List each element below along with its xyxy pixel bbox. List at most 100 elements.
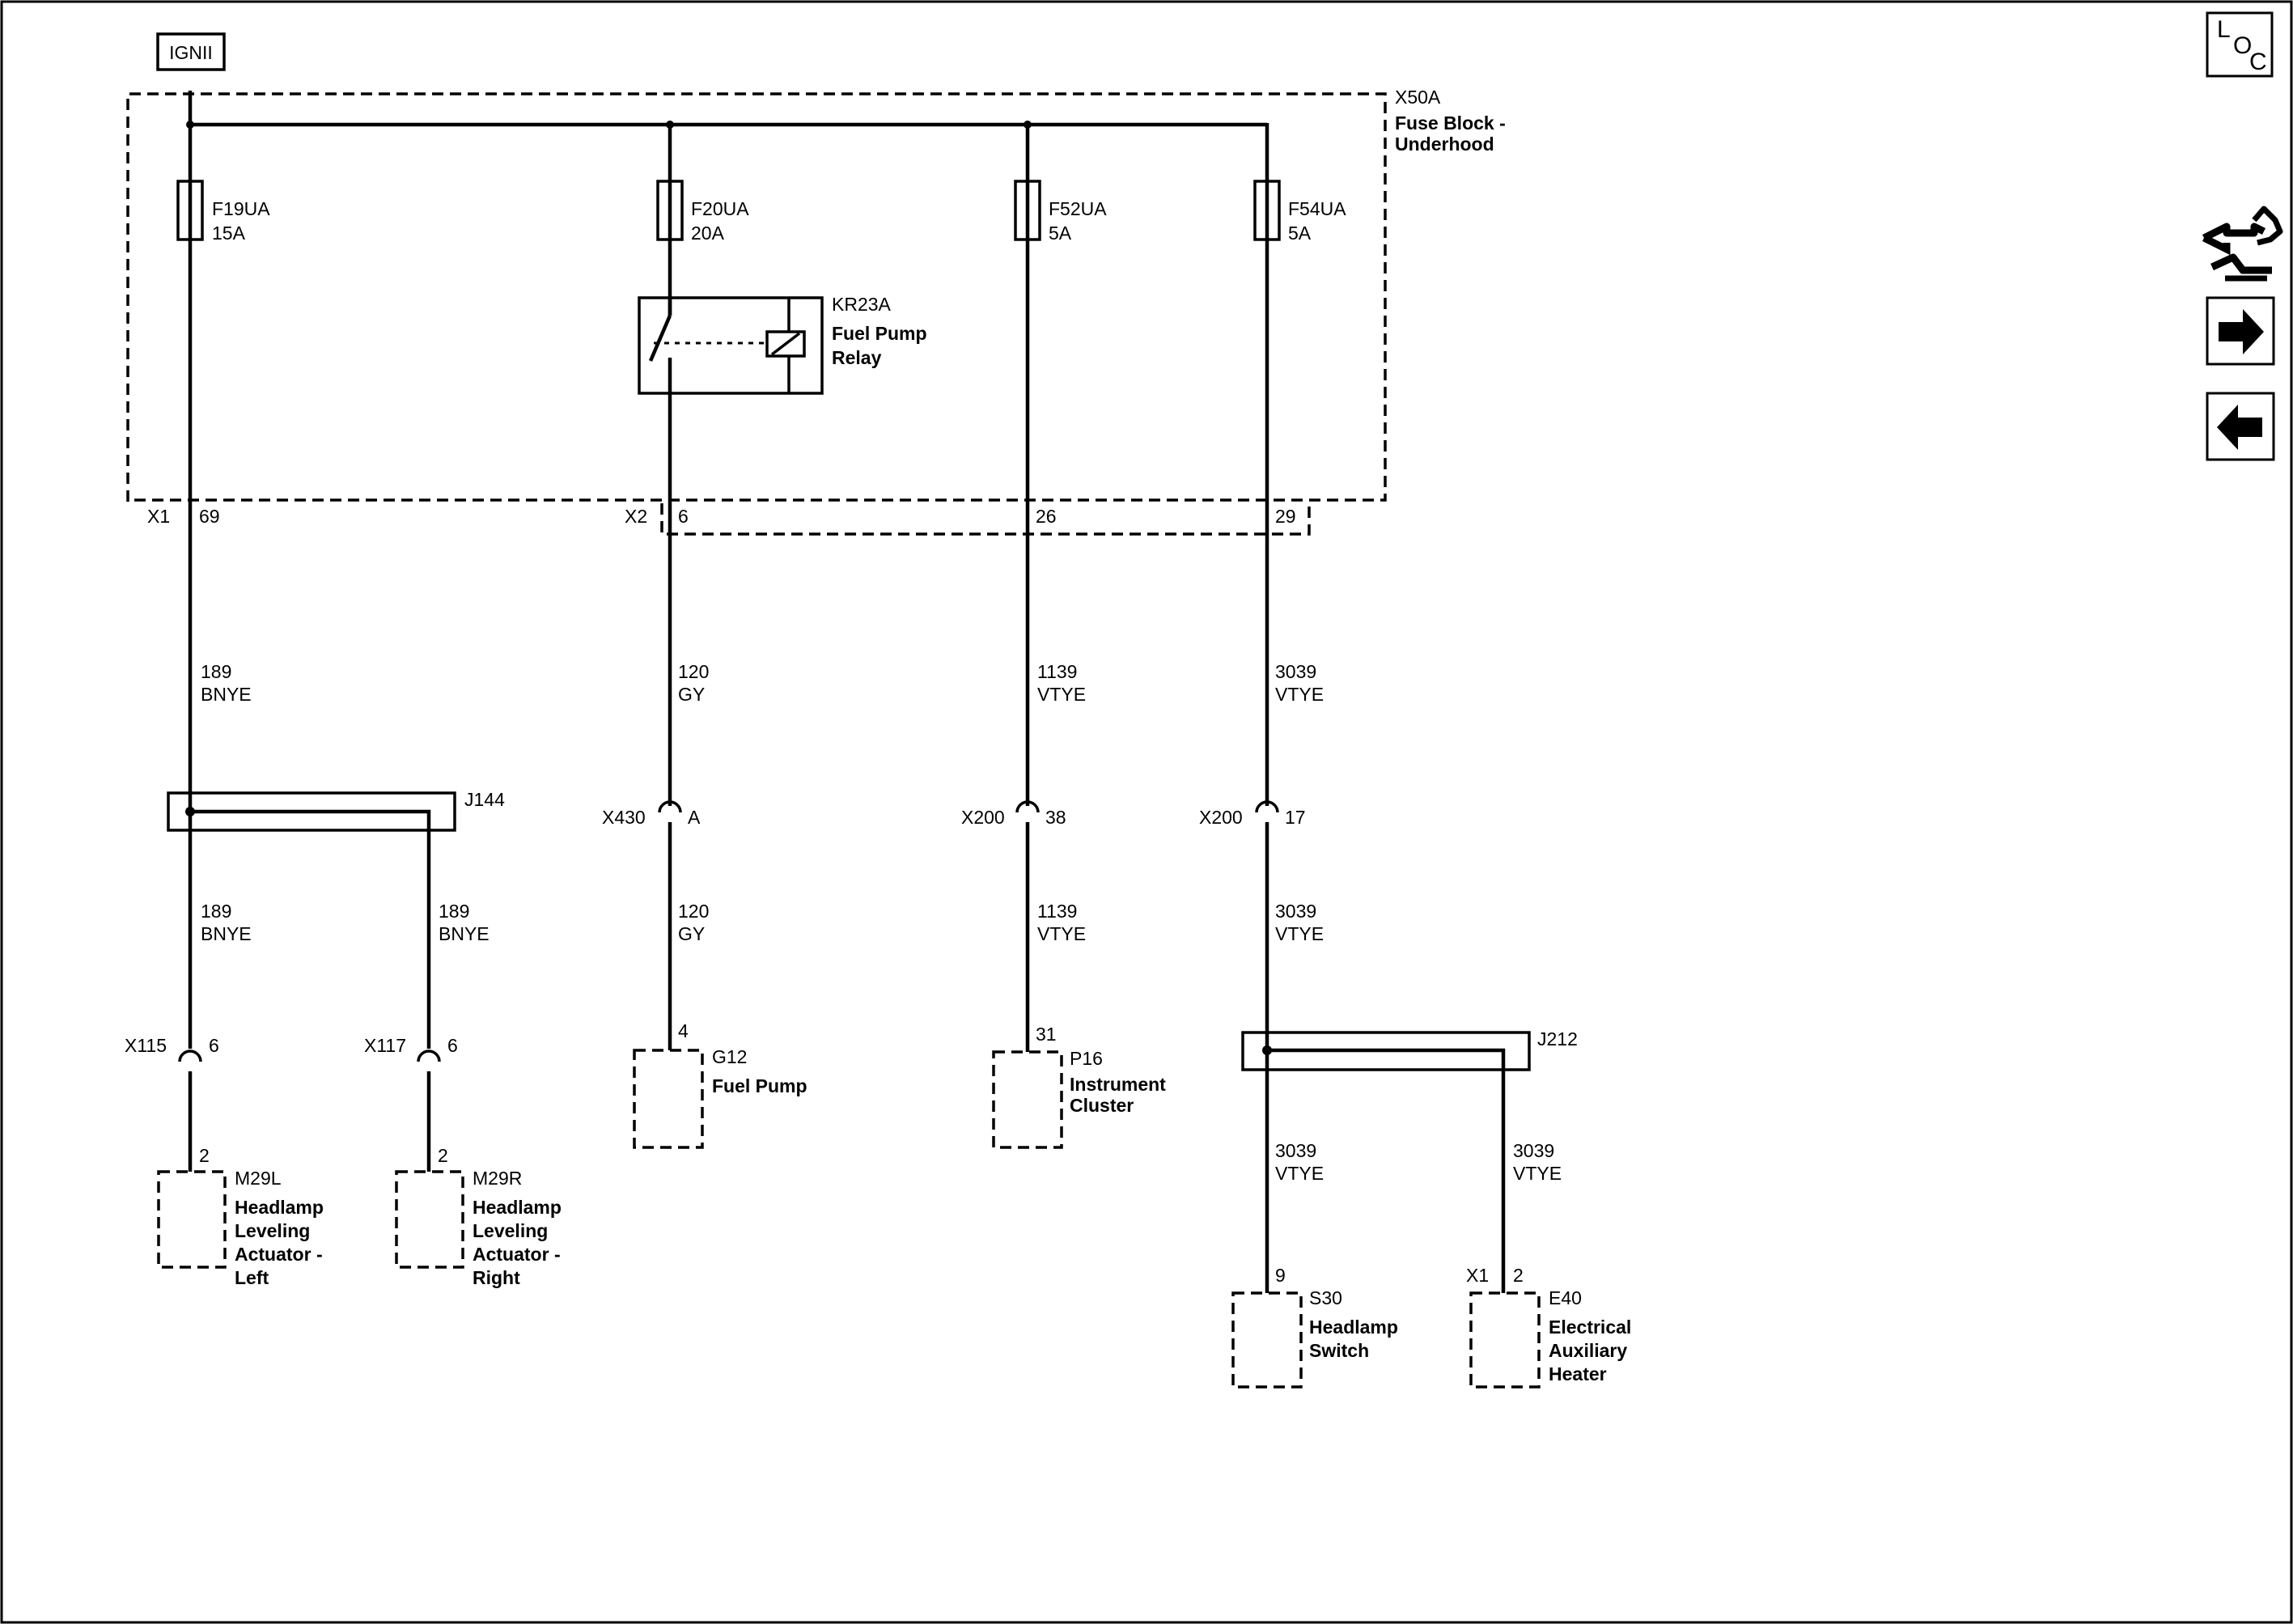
connector-id: X115 bbox=[125, 1035, 167, 1056]
loc-c: C bbox=[2249, 49, 2267, 75]
component-id: E40 bbox=[1549, 1287, 1582, 1308]
component-name: Auxiliary bbox=[1549, 1340, 1627, 1361]
splice-j144: J144 bbox=[167, 789, 505, 1049]
splice-j212: J212 bbox=[1241, 1028, 1578, 1293]
wire-circuit-3039: 3039 bbox=[1513, 1140, 1554, 1161]
component-e40: X1 2 E40 Electrical Auxiliary Heater bbox=[1466, 1265, 1631, 1389]
component-id: S30 bbox=[1309, 1287, 1342, 1308]
component-name: Leveling bbox=[235, 1220, 310, 1241]
wire-circuit-189: 189 bbox=[439, 901, 469, 922]
component-name: Fuel Pump bbox=[712, 1075, 807, 1096]
pin-6-label: 6 bbox=[678, 506, 689, 527]
component-id: P16 bbox=[1070, 1048, 1103, 1069]
relay-name: Fuel Pump bbox=[832, 323, 927, 344]
wire-color-vtye: VTYE bbox=[1275, 1163, 1324, 1184]
component-name: Switch bbox=[1309, 1340, 1369, 1361]
component-id: M29R bbox=[473, 1168, 522, 1189]
splice-j144-label: J144 bbox=[464, 789, 505, 810]
component-pin: 2 bbox=[1513, 1265, 1524, 1286]
connector-pin: 6 bbox=[447, 1035, 458, 1056]
relay-name-2: Relay bbox=[832, 347, 882, 368]
wire-color-vtye: VTYE bbox=[1275, 684, 1324, 705]
power-source-label: IGNII bbox=[169, 42, 213, 63]
wire-color-gy: GY bbox=[678, 923, 705, 944]
fuse-block-outline bbox=[126, 92, 1387, 502]
component-name: Actuator - bbox=[473, 1244, 561, 1265]
wire-circuit-189: 189 bbox=[201, 901, 231, 922]
connector-x430: X430 A bbox=[602, 800, 701, 828]
connector-x117: X117 6 bbox=[364, 1035, 458, 1172]
component-pin: 2 bbox=[438, 1145, 448, 1166]
fuse-id: F54UA bbox=[1288, 198, 1346, 219]
loc-button[interactable]: L O C bbox=[2206, 11, 2274, 78]
component-g12: 4 G12 Fuel Pump bbox=[633, 1020, 807, 1149]
fuse-id: F19UA bbox=[212, 198, 270, 219]
component-pin: 9 bbox=[1275, 1265, 1286, 1286]
component-m29l: 2 M29L Headlamp Leveling Actuator - Left bbox=[157, 1145, 324, 1288]
wire-color-vtye: VTYE bbox=[1037, 684, 1086, 705]
fuse-rating: 5A bbox=[1288, 223, 1312, 244]
component-name: Leveling bbox=[473, 1220, 548, 1241]
component-m29r: 2 M29R Headlamp Leveling Actuator - Righ… bbox=[395, 1145, 562, 1288]
connector-x2-label: X2 bbox=[625, 506, 647, 527]
fuse-f19ua: F19UA 15A bbox=[176, 125, 270, 1049]
wire-color-bnye: BNYE bbox=[201, 684, 252, 705]
component-s30: 9 S30 Headlamp Switch bbox=[1231, 1265, 1398, 1389]
wiring-harness-icon[interactable] bbox=[2202, 202, 2283, 285]
splice-j212-label: J212 bbox=[1537, 1028, 1578, 1049]
component-name: Headlamp bbox=[1309, 1317, 1398, 1338]
arrow-right-icon[interactable] bbox=[2206, 296, 2275, 366]
pin-26-label: 26 bbox=[1036, 506, 1057, 527]
wire-circuit-3039: 3039 bbox=[1275, 901, 1316, 922]
component-pin: 4 bbox=[678, 1020, 689, 1041]
connector-pin: 6 bbox=[209, 1035, 219, 1056]
wire-circuit-189: 189 bbox=[201, 661, 231, 682]
arrow-left-icon[interactable] bbox=[2206, 392, 2275, 461]
power-source-ignii: IGNII bbox=[156, 32, 226, 71]
connector-pin: 17 bbox=[1285, 807, 1306, 828]
wire-circuit-1139: 1139 bbox=[1037, 901, 1077, 922]
fuse-rating: 15A bbox=[212, 223, 246, 244]
fuse-rating: 20A bbox=[691, 223, 725, 244]
loc-o: O bbox=[2233, 32, 2252, 59]
component-p16: 31 P16 Instrument Cluster bbox=[992, 1024, 1166, 1149]
component-connector: X1 bbox=[1466, 1265, 1489, 1286]
component-pin: 2 bbox=[199, 1145, 210, 1166]
fuse-id: F52UA bbox=[1049, 198, 1107, 219]
connector-x115: X115 6 bbox=[125, 1035, 219, 1172]
relay-kr23a: KR23A Fuel Pump Relay bbox=[638, 294, 927, 395]
wire-color-gy: GY bbox=[678, 684, 705, 705]
connector-pin: 38 bbox=[1045, 807, 1066, 828]
connector-x1-label: X1 bbox=[147, 506, 170, 527]
fuse-f52ua: F52UA 5A bbox=[1014, 125, 1107, 806]
component-name: Cluster bbox=[1070, 1095, 1134, 1116]
wire-circuit-1139: 1139 bbox=[1037, 661, 1077, 682]
connector-id: X430 bbox=[602, 807, 646, 828]
pin-69-label: 69 bbox=[199, 506, 220, 527]
wire-circuit-3039: 3039 bbox=[1275, 1140, 1316, 1161]
fuse-f54ua: F54UA 5A bbox=[1253, 180, 1346, 806]
component-name: Headlamp bbox=[473, 1197, 562, 1218]
fuse-id: F20UA bbox=[691, 198, 749, 219]
component-name: Instrument bbox=[1070, 1074, 1166, 1095]
wire-color-vtye: VTYE bbox=[1275, 923, 1324, 944]
wire-color-vtye: VTYE bbox=[1513, 1163, 1562, 1184]
wire-circuit-3039: 3039 bbox=[1275, 661, 1316, 682]
loc-l: L bbox=[2217, 16, 2231, 43]
component-id: G12 bbox=[712, 1046, 747, 1067]
fuse-block-x2-outline bbox=[660, 503, 1311, 536]
wire-color-bnye: BNYE bbox=[439, 923, 490, 944]
connector-x200-38: X200 38 bbox=[961, 800, 1066, 828]
component-name: Actuator - bbox=[235, 1244, 323, 1265]
fuse-block-id: X50A bbox=[1395, 87, 1441, 108]
fuse-rating: 5A bbox=[1049, 223, 1072, 244]
component-name: Heater bbox=[1549, 1363, 1607, 1384]
fuse-f20ua: F20UA 20A bbox=[656, 125, 749, 316]
component-pin: 31 bbox=[1036, 1024, 1057, 1045]
pin-29-label: 29 bbox=[1275, 506, 1296, 527]
component-name: Right bbox=[473, 1267, 520, 1288]
connector-id: X200 bbox=[1199, 807, 1243, 828]
connector-x200-17: X200 17 bbox=[1199, 800, 1306, 828]
